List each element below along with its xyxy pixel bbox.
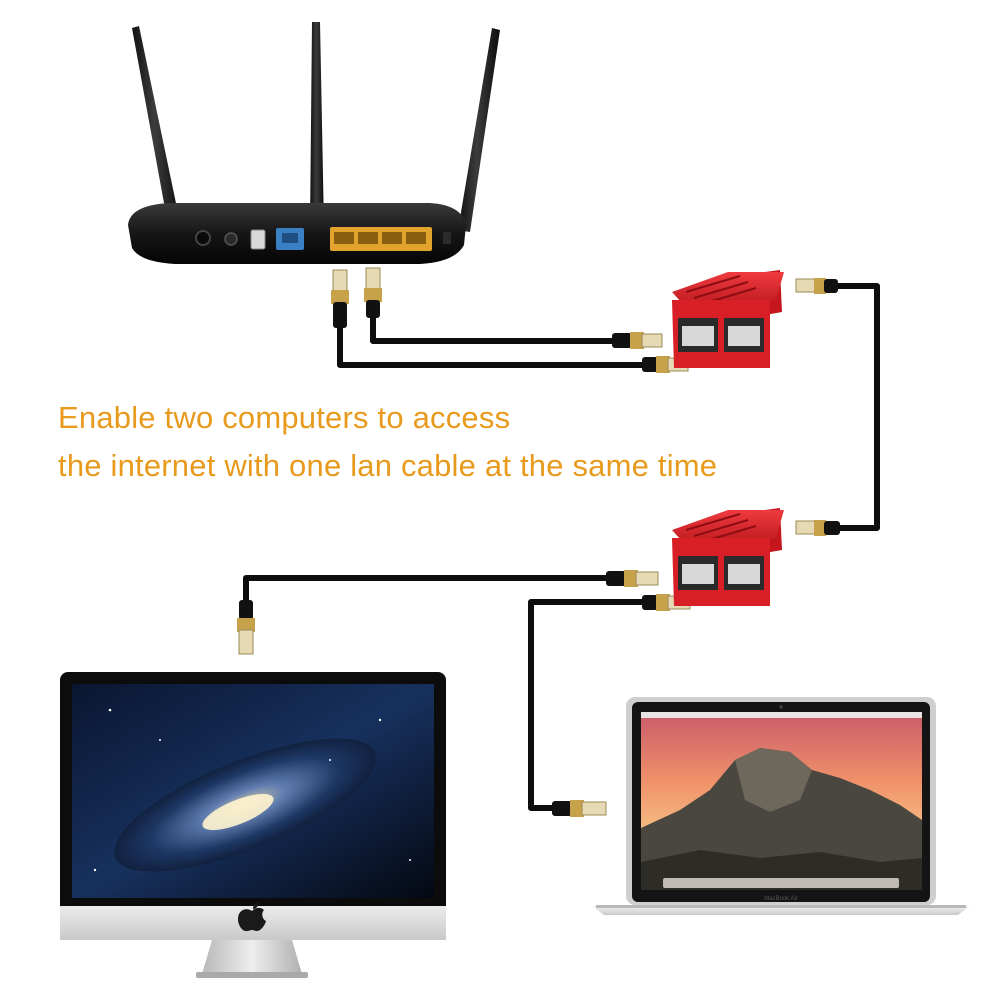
ethernet-splitter-icon	[672, 508, 784, 606]
rj45-connector-icon	[552, 800, 607, 817]
macbook: MacBook Air	[592, 697, 970, 915]
rj45-connector-icon	[795, 278, 838, 294]
power-jack	[195, 230, 211, 246]
router-antenna-icon	[132, 22, 500, 236]
rj45-connector-icon	[606, 570, 659, 587]
caption-line-2: the internet with one lan cable at the s…	[58, 448, 718, 483]
apple-logo-icon	[238, 902, 266, 932]
rj45-connector-icon	[331, 269, 349, 328]
rj45-connector-icon	[364, 267, 382, 318]
imac	[60, 672, 446, 978]
power-button	[224, 232, 238, 246]
rj45-connector-icon	[612, 332, 663, 349]
ethernet-splitter-icon	[672, 270, 784, 368]
usb-port	[250, 229, 266, 250]
router	[128, 22, 500, 264]
rj45-connector-icon	[795, 520, 840, 536]
cables	[243, 283, 880, 811]
rj45-connector-icon	[237, 600, 255, 655]
caption-line-1: Enable two computers to access	[58, 400, 511, 435]
lan-ports	[330, 227, 432, 251]
laptop-model-label: MacBook Air	[764, 896, 798, 902]
